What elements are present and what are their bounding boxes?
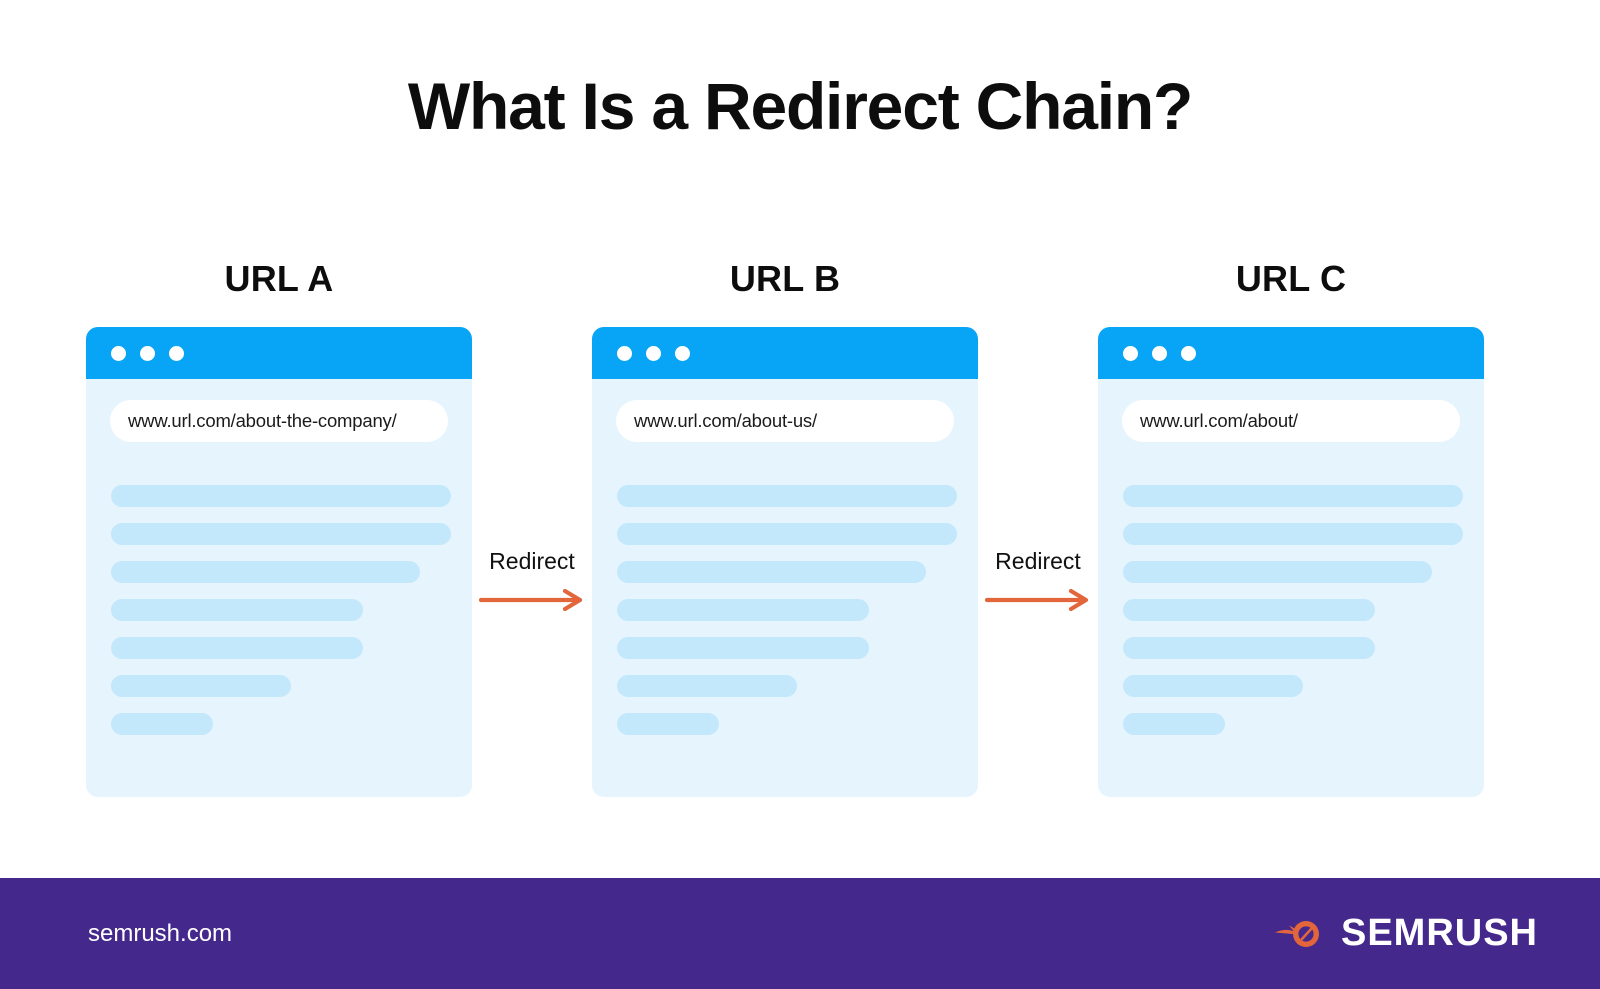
window-dot-icon [617,345,632,361]
url-c-column: URL C www.url.com/about/ [1098,258,1484,797]
skeleton-line [617,637,869,659]
browser-window-b: www.url.com/about-us/ [592,327,978,797]
skeleton-line [1123,561,1433,583]
skeleton-line [111,523,451,545]
redirect-label: Redirect [995,548,1081,574]
skeleton-line [111,599,363,621]
skeleton-line [1123,523,1463,545]
url-a-column: URL A www.url.com/about-the-company/ [86,258,472,797]
window-dot-icon [1123,345,1138,361]
semrush-brand-name: SEMRUSH [1340,912,1538,954]
url-a-heading: URL A [224,258,334,299]
skeleton-line [1123,675,1304,697]
address-bar-c[interactable]: www.url.com/about/ [1122,400,1460,442]
skeleton-line [617,675,798,697]
address-bar-b[interactable]: www.url.com/about-us/ [616,400,954,442]
skeleton-line [111,485,451,507]
footer-site-url[interactable]: semrush.com [88,919,233,947]
browser-chrome-b [592,327,978,379]
skeleton-line [1123,485,1463,507]
url-c-heading: URL C [1235,258,1347,299]
window-dot-icon [111,345,126,361]
skeleton-line [617,713,719,735]
skeleton-line [1123,599,1375,621]
page-title: What Is a Redirect Chain? [407,69,1193,143]
redirect-label: Redirect [489,548,575,574]
window-dot-icon [140,345,155,361]
skeleton-line [111,637,363,659]
skeleton-line [617,599,869,621]
window-dot-icon [1181,345,1196,361]
content-skeleton-b [617,485,957,751]
browser-window-c: www.url.com/about/ [1098,327,1484,797]
browser-chrome-a [86,327,472,379]
window-dot-icon [169,345,184,361]
window-dot-icon [646,345,661,361]
skeleton-line [617,523,957,545]
browser-chrome-c [1098,327,1484,379]
redirect-chain-diagram: URL A www.url.com/about-the-company/ [86,258,1484,797]
url-b-column: URL B www.url.com/about-us/ [592,258,978,797]
address-bar-url-b: www.url.com/about-us/ [634,410,817,431]
address-bar-url-a: www.url.com/about-the-company/ [128,410,397,431]
redirect-connector-a-to-b: Redirect [472,548,592,612]
semrush-comet-logo-icon [1273,913,1325,955]
url-b-heading: URL B [729,258,841,299]
footer-bar: semrush.com SEMRUSH [0,878,1600,989]
browser-window-a: www.url.com/about-the-company/ [86,327,472,797]
content-skeleton-c [1123,485,1463,751]
content-skeleton-a [111,485,451,751]
window-dot-icon [675,345,690,361]
address-bar-a[interactable]: www.url.com/about-the-company/ [110,400,448,442]
redirect-connector-b-to-c: Redirect [978,548,1098,612]
semrush-brand-lockup: SEMRUSH [1273,912,1538,955]
skeleton-line [111,675,292,697]
skeleton-line [617,485,957,507]
skeleton-line [1123,637,1375,659]
arrow-right-icon [978,588,1098,612]
window-dot-icon [1152,345,1167,361]
skeleton-line [111,561,421,583]
address-bar-url-c: www.url.com/about/ [1140,410,1298,431]
skeleton-line [111,713,213,735]
skeleton-line [617,561,927,583]
skeleton-line [1123,713,1225,735]
arrow-right-icon [472,588,592,612]
